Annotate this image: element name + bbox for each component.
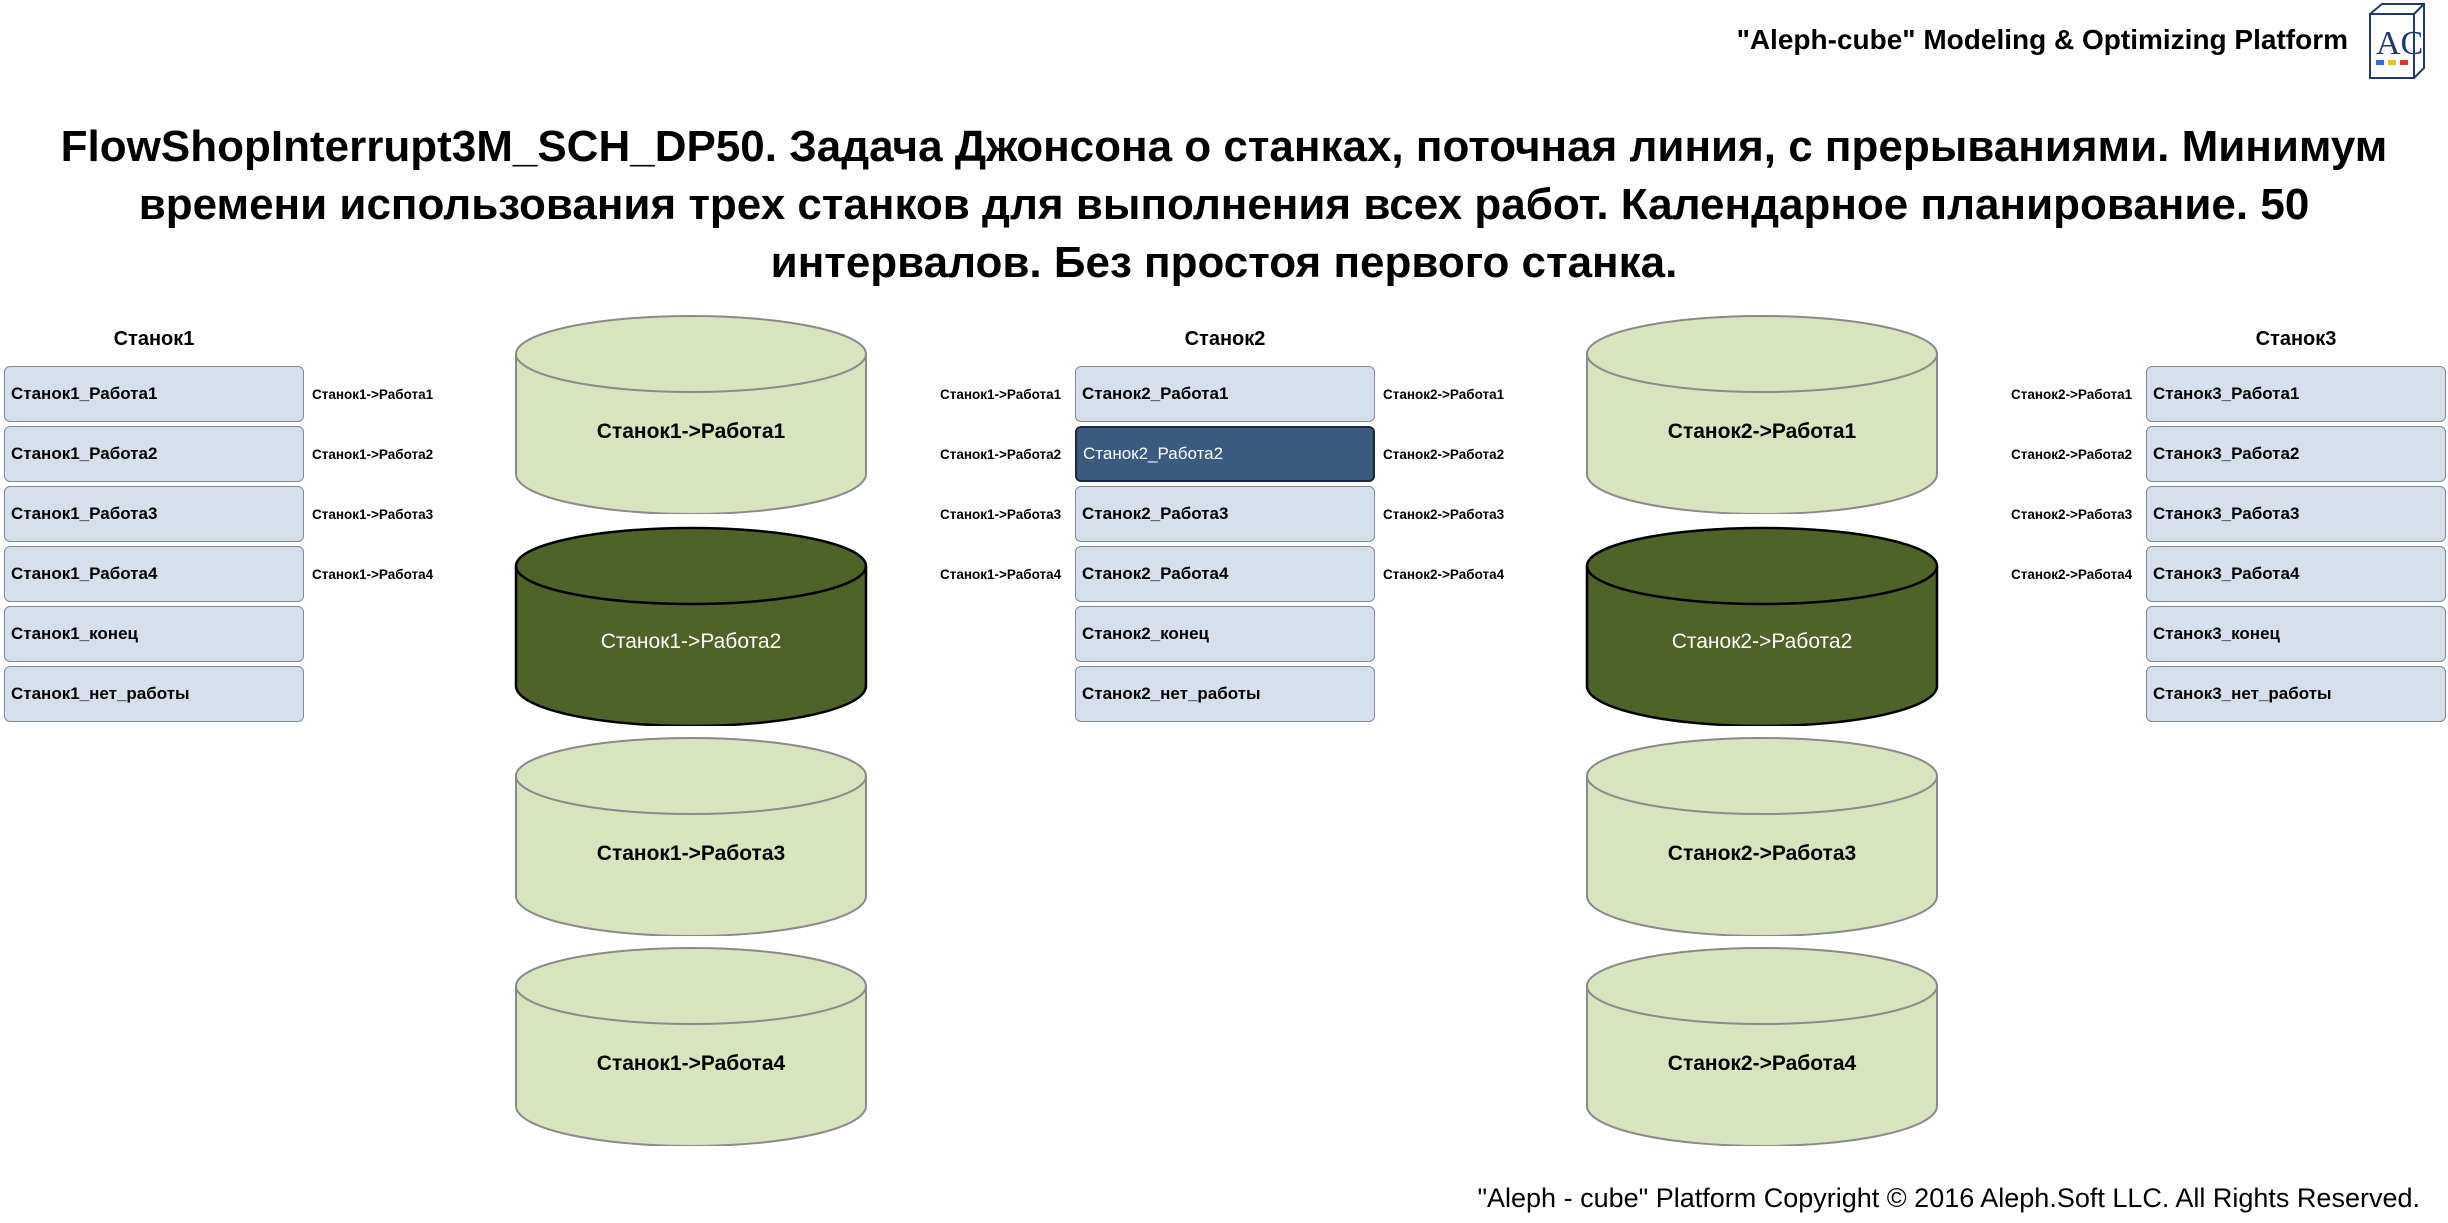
buffer1-drum-work3[interactable] — [514, 736, 868, 936]
buffer2-drum-label: Станок2->Работа3 — [1667, 842, 1857, 865]
machine1-state-work3[interactable]: Станок1_Работа3 — [4, 486, 304, 542]
buffer1-drum-work1[interactable] — [514, 314, 868, 514]
machine1-output-label: Станок1->Работа4 — [312, 567, 434, 582]
aleph-cube-logo: AC — [2364, 2, 2428, 86]
machine2-output-label: Станок2->Работа2 — [1383, 447, 1505, 462]
machine2-output-label: Станок2->Работа3 — [1383, 507, 1505, 522]
buffer1-drum-label: Станок1->Работа4 — [596, 1052, 786, 1075]
machine3-state-work4[interactable]: Станок3_Работа4 — [2146, 546, 2446, 602]
platform-title: "Aleph-cube" Modeling & Optimizing Platf… — [1736, 24, 2348, 55]
machine3-input-label: Станок2->Работа3 — [2011, 507, 2133, 522]
machine3-input-label: Станок2->Работа1 — [2011, 387, 2133, 402]
page-title: FlowShopInterrupt3M_SCH_DP50. Задача Джо… — [40, 118, 2408, 292]
machine1-state-work1[interactable]: Станок1_Работа1 — [4, 366, 304, 422]
title-line-1: FlowShopInterrupt3M_SCH_DP50. Задача Джо… — [60, 122, 2388, 171]
svg-text:AC: AC — [2376, 25, 2423, 62]
buffer2-drum-work2[interactable] — [1585, 526, 1939, 726]
copyright-notice: "Aleph - cube" Platform Copyright © 2016… — [1477, 1183, 2420, 1213]
machine1-output-label: Станок1->Работа1 — [312, 387, 434, 402]
machine3-input-label: Станок2->Работа4 — [2011, 567, 2133, 582]
machine2-output-label: Станок2->Работа4 — [1383, 567, 1505, 582]
machine3-state-work2[interactable]: Станок3_Работа2 — [2146, 426, 2446, 482]
machine3-state-end[interactable]: Станок3_конец — [2146, 606, 2446, 662]
machine2-state-idle[interactable]: Станок2_нет_работы — [1075, 666, 1375, 722]
machine2-title: Станок2 — [1184, 328, 1266, 350]
machine1-output-label: Станок1->Работа3 — [312, 507, 434, 522]
machine2-state-work1[interactable]: Станок2_Работа1 — [1075, 366, 1375, 422]
machine3-state-work3[interactable]: Станок3_Работа3 — [2146, 486, 2446, 542]
buffer1-drum-work4[interactable] — [514, 946, 868, 1146]
buffer1-drum-work2[interactable] — [514, 526, 868, 726]
machine2-output-label: Станок2->Работа1 — [1383, 387, 1505, 402]
machine1-state-work4[interactable]: Станок1_Работа4 — [4, 546, 304, 602]
machine1-state-idle[interactable]: Станок1_нет_работы — [4, 666, 304, 722]
machine1-state-work2[interactable]: Станок1_Работа2 — [4, 426, 304, 482]
machine3-title: Станок3 — [2255, 328, 2337, 350]
machine2-state-work4[interactable]: Станок2_Работа4 — [1075, 546, 1375, 602]
buffer1-drum-label: Станок1->Работа2 — [600, 630, 782, 653]
buffer2-drum-work4[interactable] — [1585, 946, 1939, 1146]
buffer2-drum-label: Станок2->Работа4 — [1667, 1052, 1857, 1075]
buffer2-drum-label: Станок2->Работа1 — [1667, 420, 1857, 443]
title-line-3: интервалов. Без простоя первого станка. — [770, 238, 1678, 287]
machine1-state-end[interactable]: Станок1_конец — [4, 606, 304, 662]
machine2-state-work3[interactable]: Станок2_Работа3 — [1075, 486, 1375, 542]
buffer1-drum-label: Станок1->Работа3 — [596, 842, 786, 865]
machine2-input-label: Станок1->Работа2 — [940, 447, 1062, 462]
buffer1-drum-label: Станок1->Работа1 — [596, 420, 786, 443]
buffer2-drum-work1[interactable] — [1585, 314, 1939, 514]
title-line-2: времени использования трех станков для в… — [138, 180, 2310, 229]
machine2-state-work2[interactable]: Станок2_Работа2 — [1075, 426, 1375, 482]
machine3-state-idle[interactable]: Станок3_нет_работы — [2146, 666, 2446, 722]
machine1-output-label: Станок1->Работа2 — [312, 447, 434, 462]
machine2-input-label: Станок1->Работа3 — [940, 507, 1062, 522]
buffer2-drum-work3[interactable] — [1585, 736, 1939, 936]
buffer2-drum-label: Станок2->Работа2 — [1671, 630, 1853, 653]
machine3-state-work1[interactable]: Станок3_Работа1 — [2146, 366, 2446, 422]
machine1-title: Станок1 — [113, 328, 195, 350]
machine2-input-label: Станок1->Работа1 — [940, 387, 1062, 402]
machine2-input-label: Станок1->Работа4 — [940, 567, 1062, 582]
machine3-input-label: Станок2->Работа2 — [2011, 447, 2133, 462]
machine2-state-end[interactable]: Станок2_конец — [1075, 606, 1375, 662]
